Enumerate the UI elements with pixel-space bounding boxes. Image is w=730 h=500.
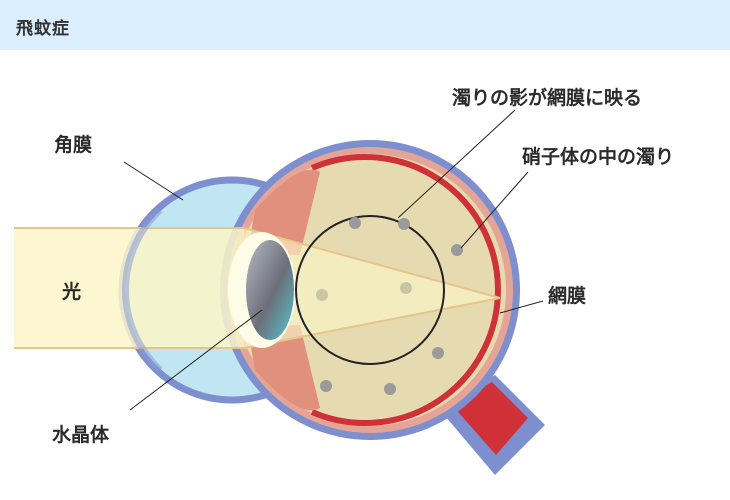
shadow-leader (397, 109, 516, 219)
page-title: 飛蚊症 (16, 19, 70, 39)
label-shadow-on-retina: 濁りの影が網膜に映る (452, 86, 642, 109)
floater (451, 244, 463, 256)
opacity-leader (460, 171, 529, 249)
floater (349, 217, 361, 229)
retina (310, 154, 501, 426)
header-bar: 飛蚊症 (0, 0, 730, 50)
label-retina: 網膜 (548, 284, 586, 307)
label-lens: 水晶体 (52, 423, 110, 446)
cornea-leader (123, 161, 184, 201)
floater (398, 218, 410, 230)
lens (246, 240, 294, 340)
label-light: 光 (61, 280, 81, 303)
floater (320, 380, 332, 392)
retina-leader (499, 300, 544, 314)
floater (316, 289, 328, 301)
label-cornea: 角膜 (54, 133, 92, 156)
floater (400, 282, 412, 294)
floater (432, 347, 444, 359)
vitreous-outline (295, 215, 445, 365)
floater (384, 383, 396, 395)
light-cone (244, 228, 500, 348)
lens-leader (129, 309, 263, 411)
label-vitreous-opacity: 硝子体の中の濁り (522, 145, 674, 168)
